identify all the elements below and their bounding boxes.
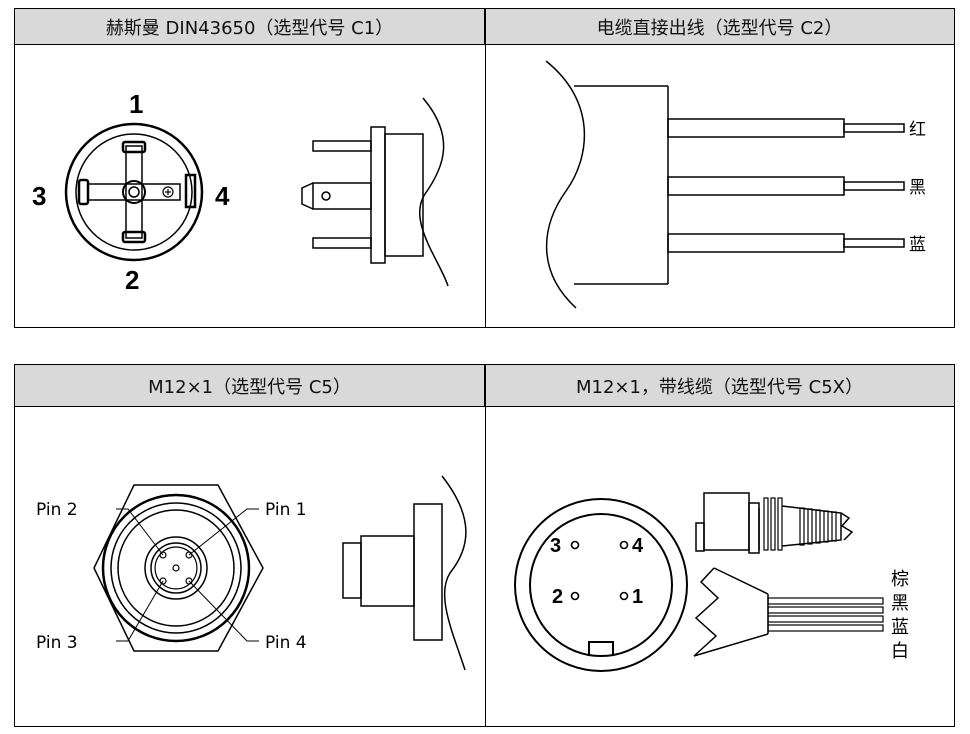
c5-pin-2-label: Pin 2	[36, 500, 78, 520]
connector-table-bottom: M12×1（选型代号 C5） M12×1，带线缆（选型代号 C5X）	[14, 364, 955, 727]
header-c5-title: M12×1（选型代号 C5）	[148, 376, 351, 398]
header-c2: 电缆直接出线（选型代号 C2）	[485, 9, 954, 45]
c5x-pin-1-label: 1	[632, 586, 643, 608]
c1-pin-4-label: 4	[215, 181, 230, 211]
c5x-pin-4-label: 4	[632, 535, 644, 557]
panel-c1-din43650: 1 2 3 4	[15, 46, 485, 327]
c5x-wire-white-label: 白	[891, 641, 909, 662]
header-c5x-title: M12×1，带线缆（选型代号 C5X）	[575, 376, 864, 398]
m12-cable-drawing: 3 4 2 1 棕 黑 蓝 白	[514, 492, 909, 672]
c5x-pin-2-label: 2	[552, 586, 563, 608]
c5-pin-1-label: Pin 1	[265, 500, 307, 520]
c1-pin-2-label: 2	[125, 265, 139, 295]
c5x-wire-brown-label: 棕	[891, 569, 909, 590]
header-c1-title: 赫斯曼 DIN43650（选型代号 C1）	[105, 17, 394, 39]
din43650-drawing: 1 2 3 4	[32, 89, 449, 295]
c5x-wire-black-label: 黑	[891, 593, 909, 614]
c2-wire-red-label: 红	[909, 120, 926, 140]
header-c5x: M12×1，带线缆（选型代号 C5X）	[485, 365, 954, 407]
column-divider	[485, 9, 486, 327]
c1-pin-1-label: 1	[129, 89, 143, 119]
c5x-pin-3-label: 3	[550, 535, 561, 557]
m12-connector-drawing: Pin 2 Pin 1 Pin 3 Pin 4	[36, 475, 467, 671]
c2-wire-blue-label: 蓝	[909, 235, 926, 255]
panel-c5x-m12-cable: 3 4 2 1 棕 黑 蓝 白	[486, 408, 954, 726]
connector-table-top: 赫斯曼 DIN43650（选型代号 C1） 电缆直接出线（选型代号 C2）	[14, 8, 955, 328]
header-c5: M12×1（选型代号 C5）	[15, 365, 485, 407]
header-c1: 赫斯曼 DIN43650（选型代号 C1）	[15, 9, 485, 45]
column-divider	[485, 365, 486, 726]
c5-pin-4-label: Pin 4	[265, 633, 307, 653]
c1-pin-3-label: 3	[32, 181, 46, 211]
c5-pin-3-label: Pin 3	[36, 633, 78, 653]
direct-cable-drawing: 红 黑 蓝	[545, 60, 926, 309]
panel-c5-m12: Pin 2 Pin 1 Pin 3 Pin 4	[15, 408, 485, 726]
c5x-wire-blue-label: 蓝	[891, 617, 909, 638]
header-c2-title: 电缆直接出线（选型代号 C2）	[596, 17, 843, 39]
panel-c2-direct-cable: 红 黑 蓝	[486, 46, 954, 327]
c2-wire-black-label: 黑	[909, 178, 926, 198]
